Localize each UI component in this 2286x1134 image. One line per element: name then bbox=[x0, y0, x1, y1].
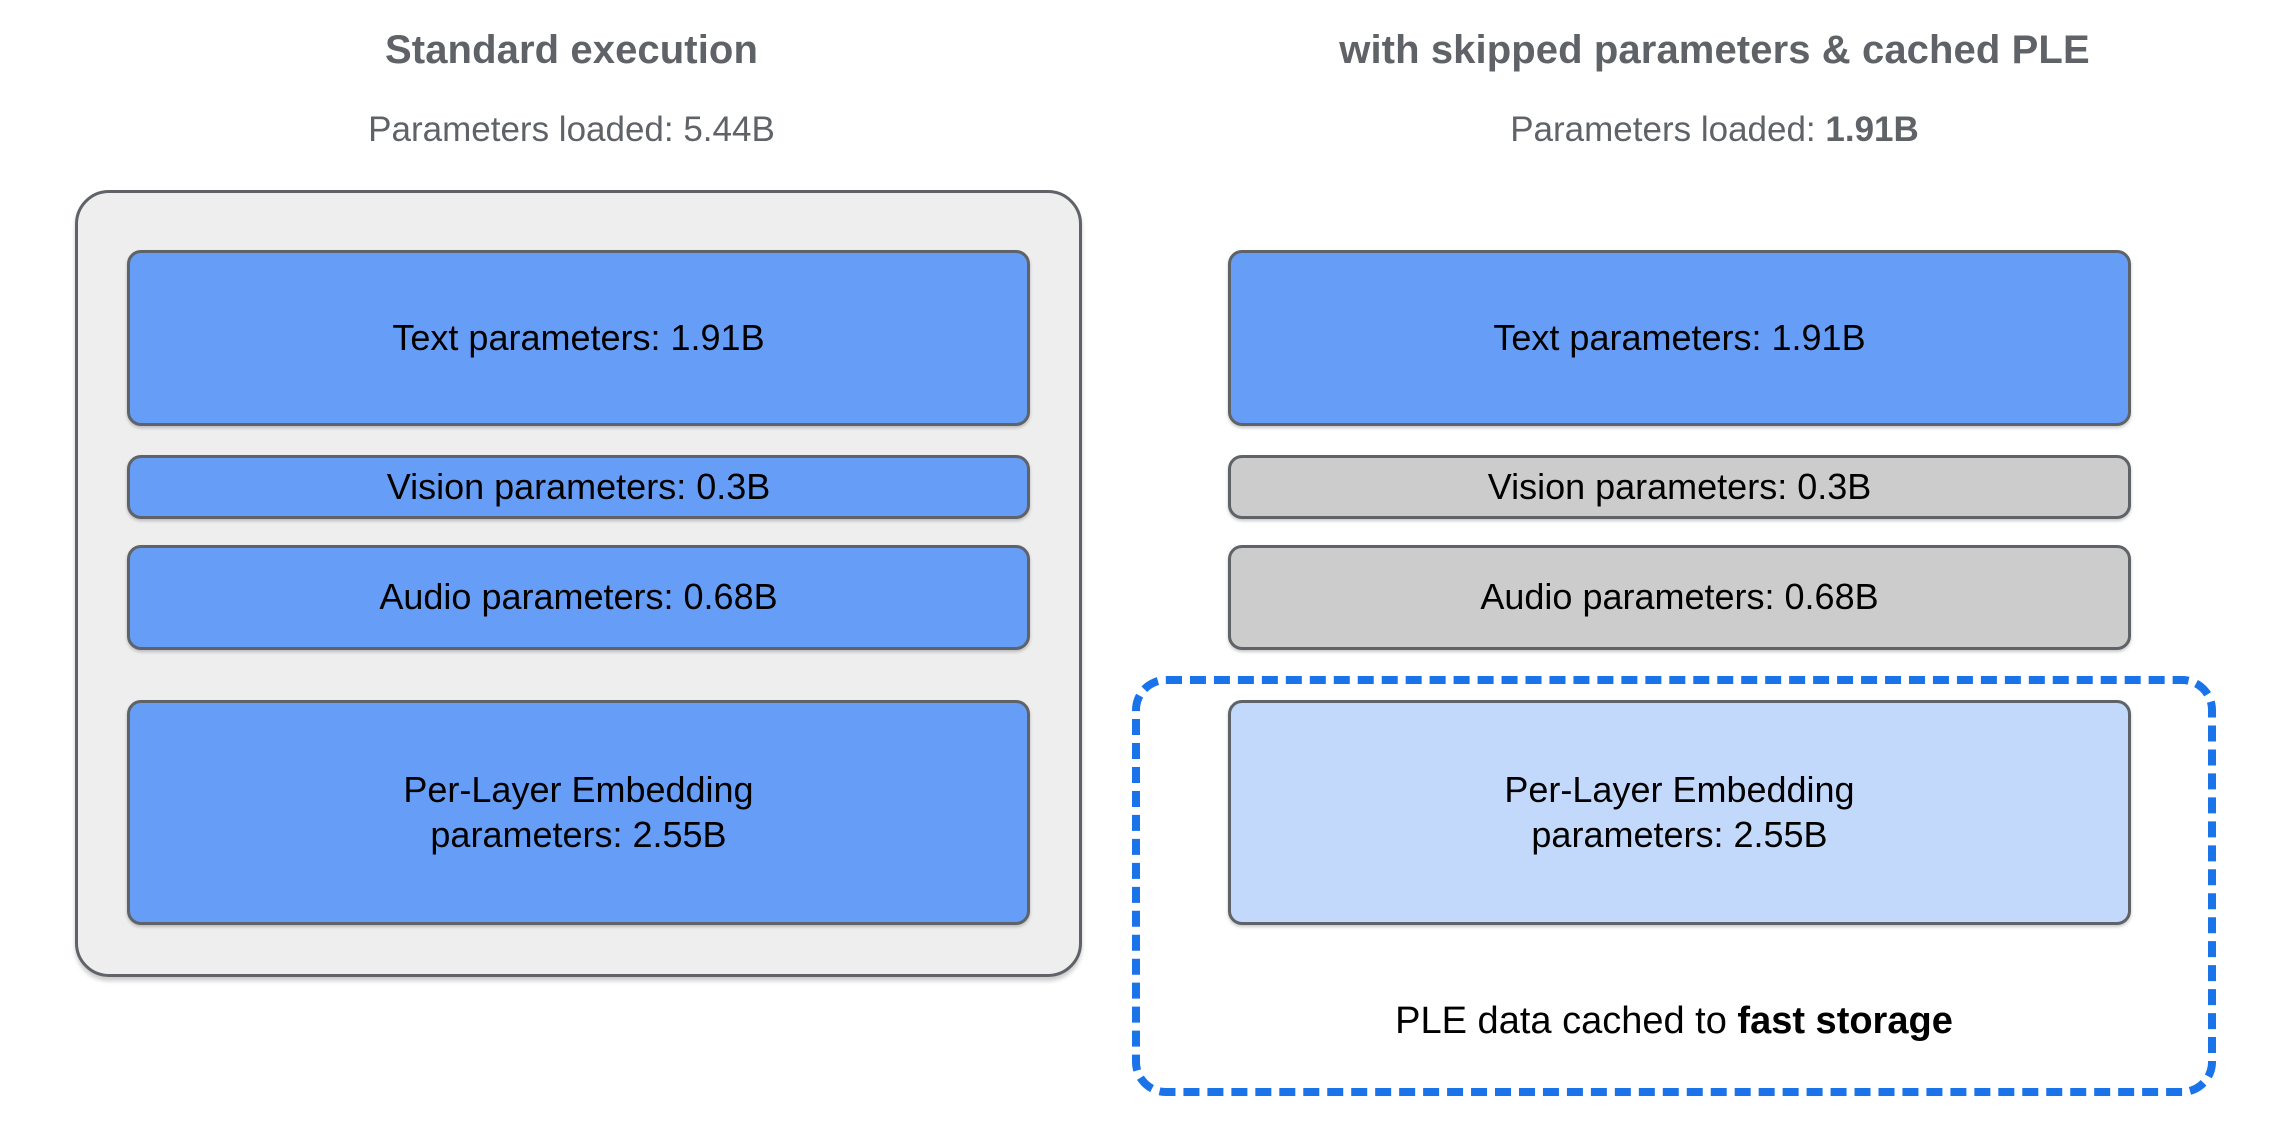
panel-standard-execution: Standard execution Parameters loaded: 5.… bbox=[0, 28, 1143, 977]
panel-subtitle-optimized: Parameters loaded: 1.91B bbox=[1143, 110, 2286, 150]
param-block-text-optimized: Text parameters: 1.91B bbox=[1228, 250, 2131, 426]
panel-subtitle-standard: Parameters loaded: 5.44B bbox=[0, 110, 1143, 150]
param-block-audio-optimized: Audio parameters: 0.68B bbox=[1228, 545, 2131, 650]
param-block-ple-optimized: Per-Layer Embedding parameters: 2.55B bbox=[1228, 700, 2131, 925]
panel-title-standard: Standard execution bbox=[385, 28, 758, 72]
panel-title-optimized: with skipped parameters & cached PLE bbox=[1339, 28, 2090, 72]
param-block-ple-optimized-line2: parameters: 2.55B bbox=[1531, 813, 1828, 855]
param-block-vision-standard: Vision parameters: 0.3B bbox=[127, 455, 1030, 519]
param-block-text-standard: Text parameters: 1.91B bbox=[127, 250, 1030, 426]
subtitle-label-standard: Parameters loaded: bbox=[368, 110, 684, 149]
param-block-ple-optimized-line1: Per-Layer Embedding bbox=[1504, 768, 1855, 810]
subtitle-value-standard: 5.44B bbox=[683, 110, 775, 149]
panel-optimized-execution: with skipped parameters & cached PLE Par… bbox=[1143, 0, 2286, 1134]
cache-highlight-caption: PLE data cached to fast storage bbox=[1132, 1000, 2216, 1043]
subtitle-value-optimized: 1.91B bbox=[1825, 110, 1919, 149]
subtitle-label-optimized: Parameters loaded: bbox=[1510, 110, 1826, 149]
param-block-ple-standard: Per-Layer Embedding parameters: 2.55B bbox=[127, 700, 1030, 925]
cache-caption-emphasis: fast storage bbox=[1737, 1000, 1953, 1042]
param-block-vision-optimized: Vision parameters: 0.3B bbox=[1228, 455, 2131, 519]
param-block-ple-standard-line1: Per-Layer Embedding bbox=[403, 768, 754, 810]
param-block-audio-standard: Audio parameters: 0.68B bbox=[127, 545, 1030, 650]
param-block-ple-standard-line2: parameters: 2.55B bbox=[430, 813, 727, 855]
cache-caption-prefix: PLE data cached to bbox=[1395, 1000, 1738, 1042]
